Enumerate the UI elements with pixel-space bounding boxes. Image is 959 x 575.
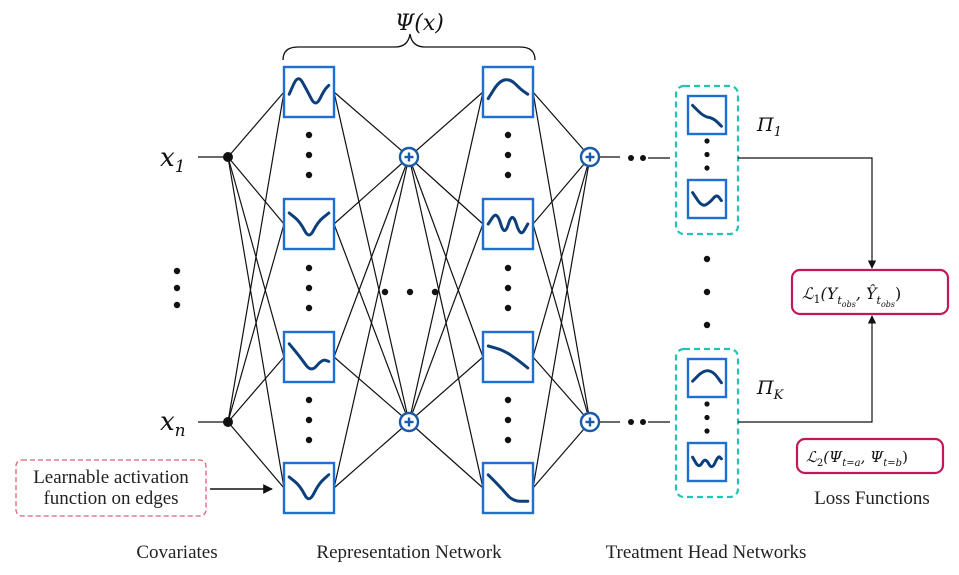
- plus-nodes: [398, 146, 601, 433]
- head-group-1: [674, 84, 740, 236]
- caption-covariates: Covariates: [136, 542, 217, 563]
- x1-label: x1: [160, 143, 186, 177]
- psi-brace: [282, 33, 536, 61]
- activation-curve-icon: [486, 473, 530, 503]
- activation-box: [282, 461, 336, 515]
- activation-curve-icon: [287, 211, 331, 237]
- activation-box: [282, 197, 336, 251]
- activation-box: [481, 65, 535, 119]
- loss-l1-label: ℒ1(Ytobs, Ŷtobs): [802, 283, 901, 309]
- head-activation-box: [686, 357, 728, 399]
- caption-loss: Loss Functions: [814, 488, 930, 509]
- activation-box: [481, 330, 535, 384]
- activation-boxes: [282, 65, 535, 515]
- callout-line2: function on edges: [43, 488, 178, 509]
- activation-box: [282, 65, 336, 119]
- head-group-k: [674, 347, 740, 499]
- activation-curve-icon: [691, 369, 723, 385]
- activation-box: [282, 330, 336, 384]
- callout-line1: Learnable activation: [33, 467, 189, 488]
- head-activation-box: [686, 94, 728, 136]
- loss-l1-box: [790, 268, 950, 316]
- vertical-dots: [305, 131, 512, 444]
- plus-node-icon: [398, 146, 420, 168]
- head-activation-box: [686, 441, 728, 483]
- head-activation-boxes: [686, 94, 728, 483]
- caption-treatment: Treatment Head Networks: [606, 542, 807, 563]
- pik-label: ΠK: [756, 377, 785, 403]
- activation-curve-icon: [287, 77, 331, 105]
- activation-curve-icon: [691, 455, 723, 469]
- activation-curve-icon: [691, 191, 723, 207]
- activation-curve-icon: [486, 344, 530, 370]
- loss-l2-label: ℒ2(Ψt=a, Ψt=b): [806, 448, 908, 469]
- edges: [227, 91, 620, 489]
- activation-curve-icon: [287, 342, 331, 371]
- callout-box: [15, 459, 207, 517]
- plus-node-icon: [579, 146, 601, 168]
- loss-l2-box: [795, 437, 945, 475]
- head-activation-box: [686, 178, 728, 220]
- caption-representation: Representation Network: [316, 542, 502, 563]
- activation-curve-icon: [486, 213, 530, 235]
- plus-node-icon: [398, 411, 420, 433]
- activation-curve-icon: [691, 103, 723, 128]
- activation-curve-icon: [486, 78, 530, 101]
- pi1-label: Π1: [756, 114, 782, 140]
- activation-box: [481, 197, 535, 251]
- activation-box: [481, 461, 535, 515]
- xn-label: xn: [160, 407, 186, 441]
- plus-node-icon: [579, 411, 601, 433]
- psi-label: Ψ(x): [395, 11, 444, 36]
- activation-curve-icon: [287, 473, 331, 501]
